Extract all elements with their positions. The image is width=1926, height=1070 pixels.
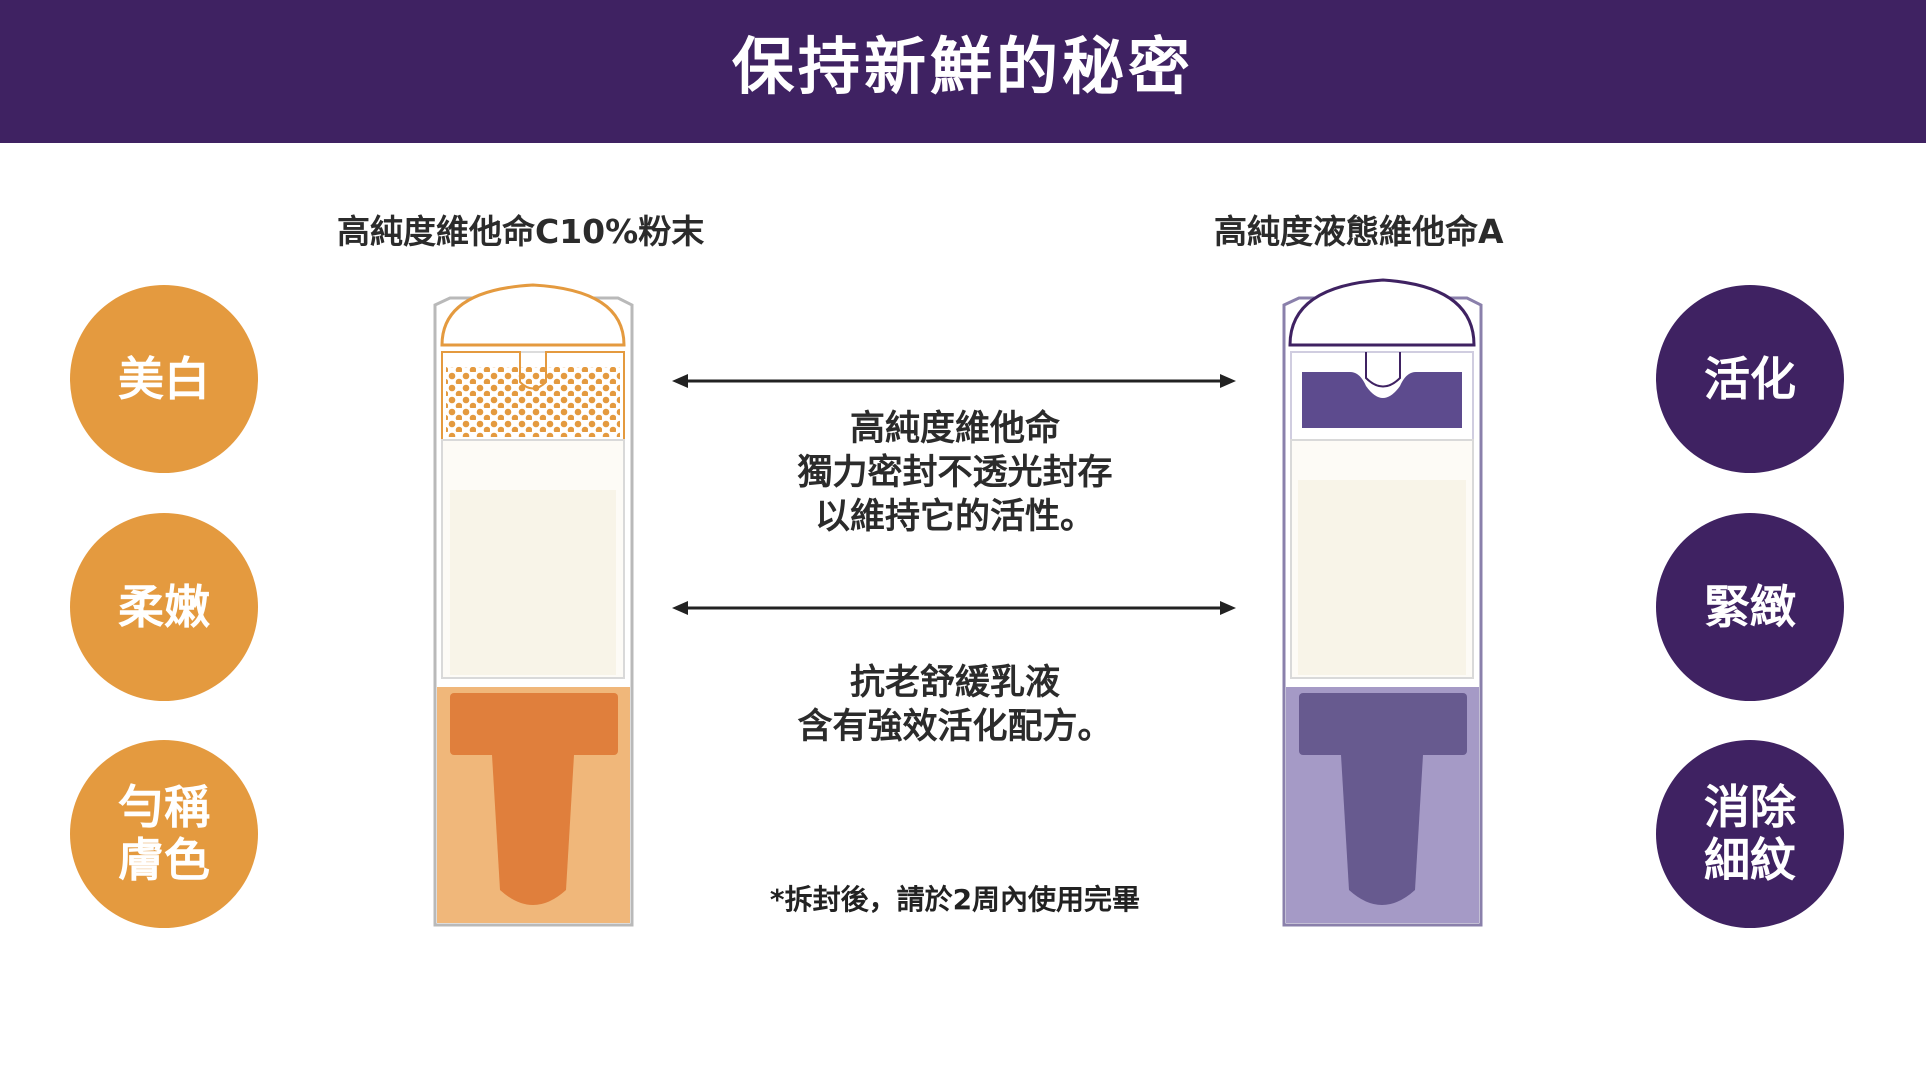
benefit-circle-softening: 柔嫩 bbox=[70, 513, 258, 701]
lotion-description: 抗老舒緩乳液 含有強效活化配方。 bbox=[797, 663, 1113, 747]
sealed-vitamin-description: 高純度維他命 獨力密封不透光封存 以維持它的活性。 bbox=[797, 409, 1113, 537]
benefit-circle-revitalize: 活化 bbox=[1656, 285, 1844, 473]
powder-bottle-icon bbox=[433, 283, 634, 927]
usage-footnote: *拆封後，請於2周內使用完畢 bbox=[769, 883, 1141, 916]
benefit-label: 美白 bbox=[118, 351, 210, 406]
double-arrow-icon bbox=[672, 374, 1236, 388]
double-arrow-icon bbox=[672, 601, 1236, 615]
benefit-label: 緊緻 bbox=[1704, 579, 1796, 634]
benefit-label: 勻稱 膚色 bbox=[118, 780, 210, 887]
benefit-label: 柔嫩 bbox=[118, 579, 210, 634]
header-banner: 保持新鮮的秘密 bbox=[0, 0, 1926, 143]
left-product-label: 高純度維他命C10%粉末 bbox=[337, 212, 705, 251]
right-product-label: 高純度液態維他命A bbox=[1214, 212, 1504, 251]
benefit-label: 消除 細紋 bbox=[1704, 780, 1796, 887]
benefit-circle-even-tone: 勻稱 膚色 bbox=[70, 740, 258, 928]
benefit-circle-wrinkle: 消除 細紋 bbox=[1656, 740, 1844, 928]
liquid-bottle-icon bbox=[1282, 278, 1483, 927]
benefit-label: 活化 bbox=[1704, 351, 1796, 406]
benefit-circle-whitening: 美白 bbox=[70, 285, 258, 473]
benefit-circle-firming: 緊緻 bbox=[1656, 513, 1844, 701]
page-title: 保持新鮮的秘密 bbox=[731, 29, 1194, 103]
